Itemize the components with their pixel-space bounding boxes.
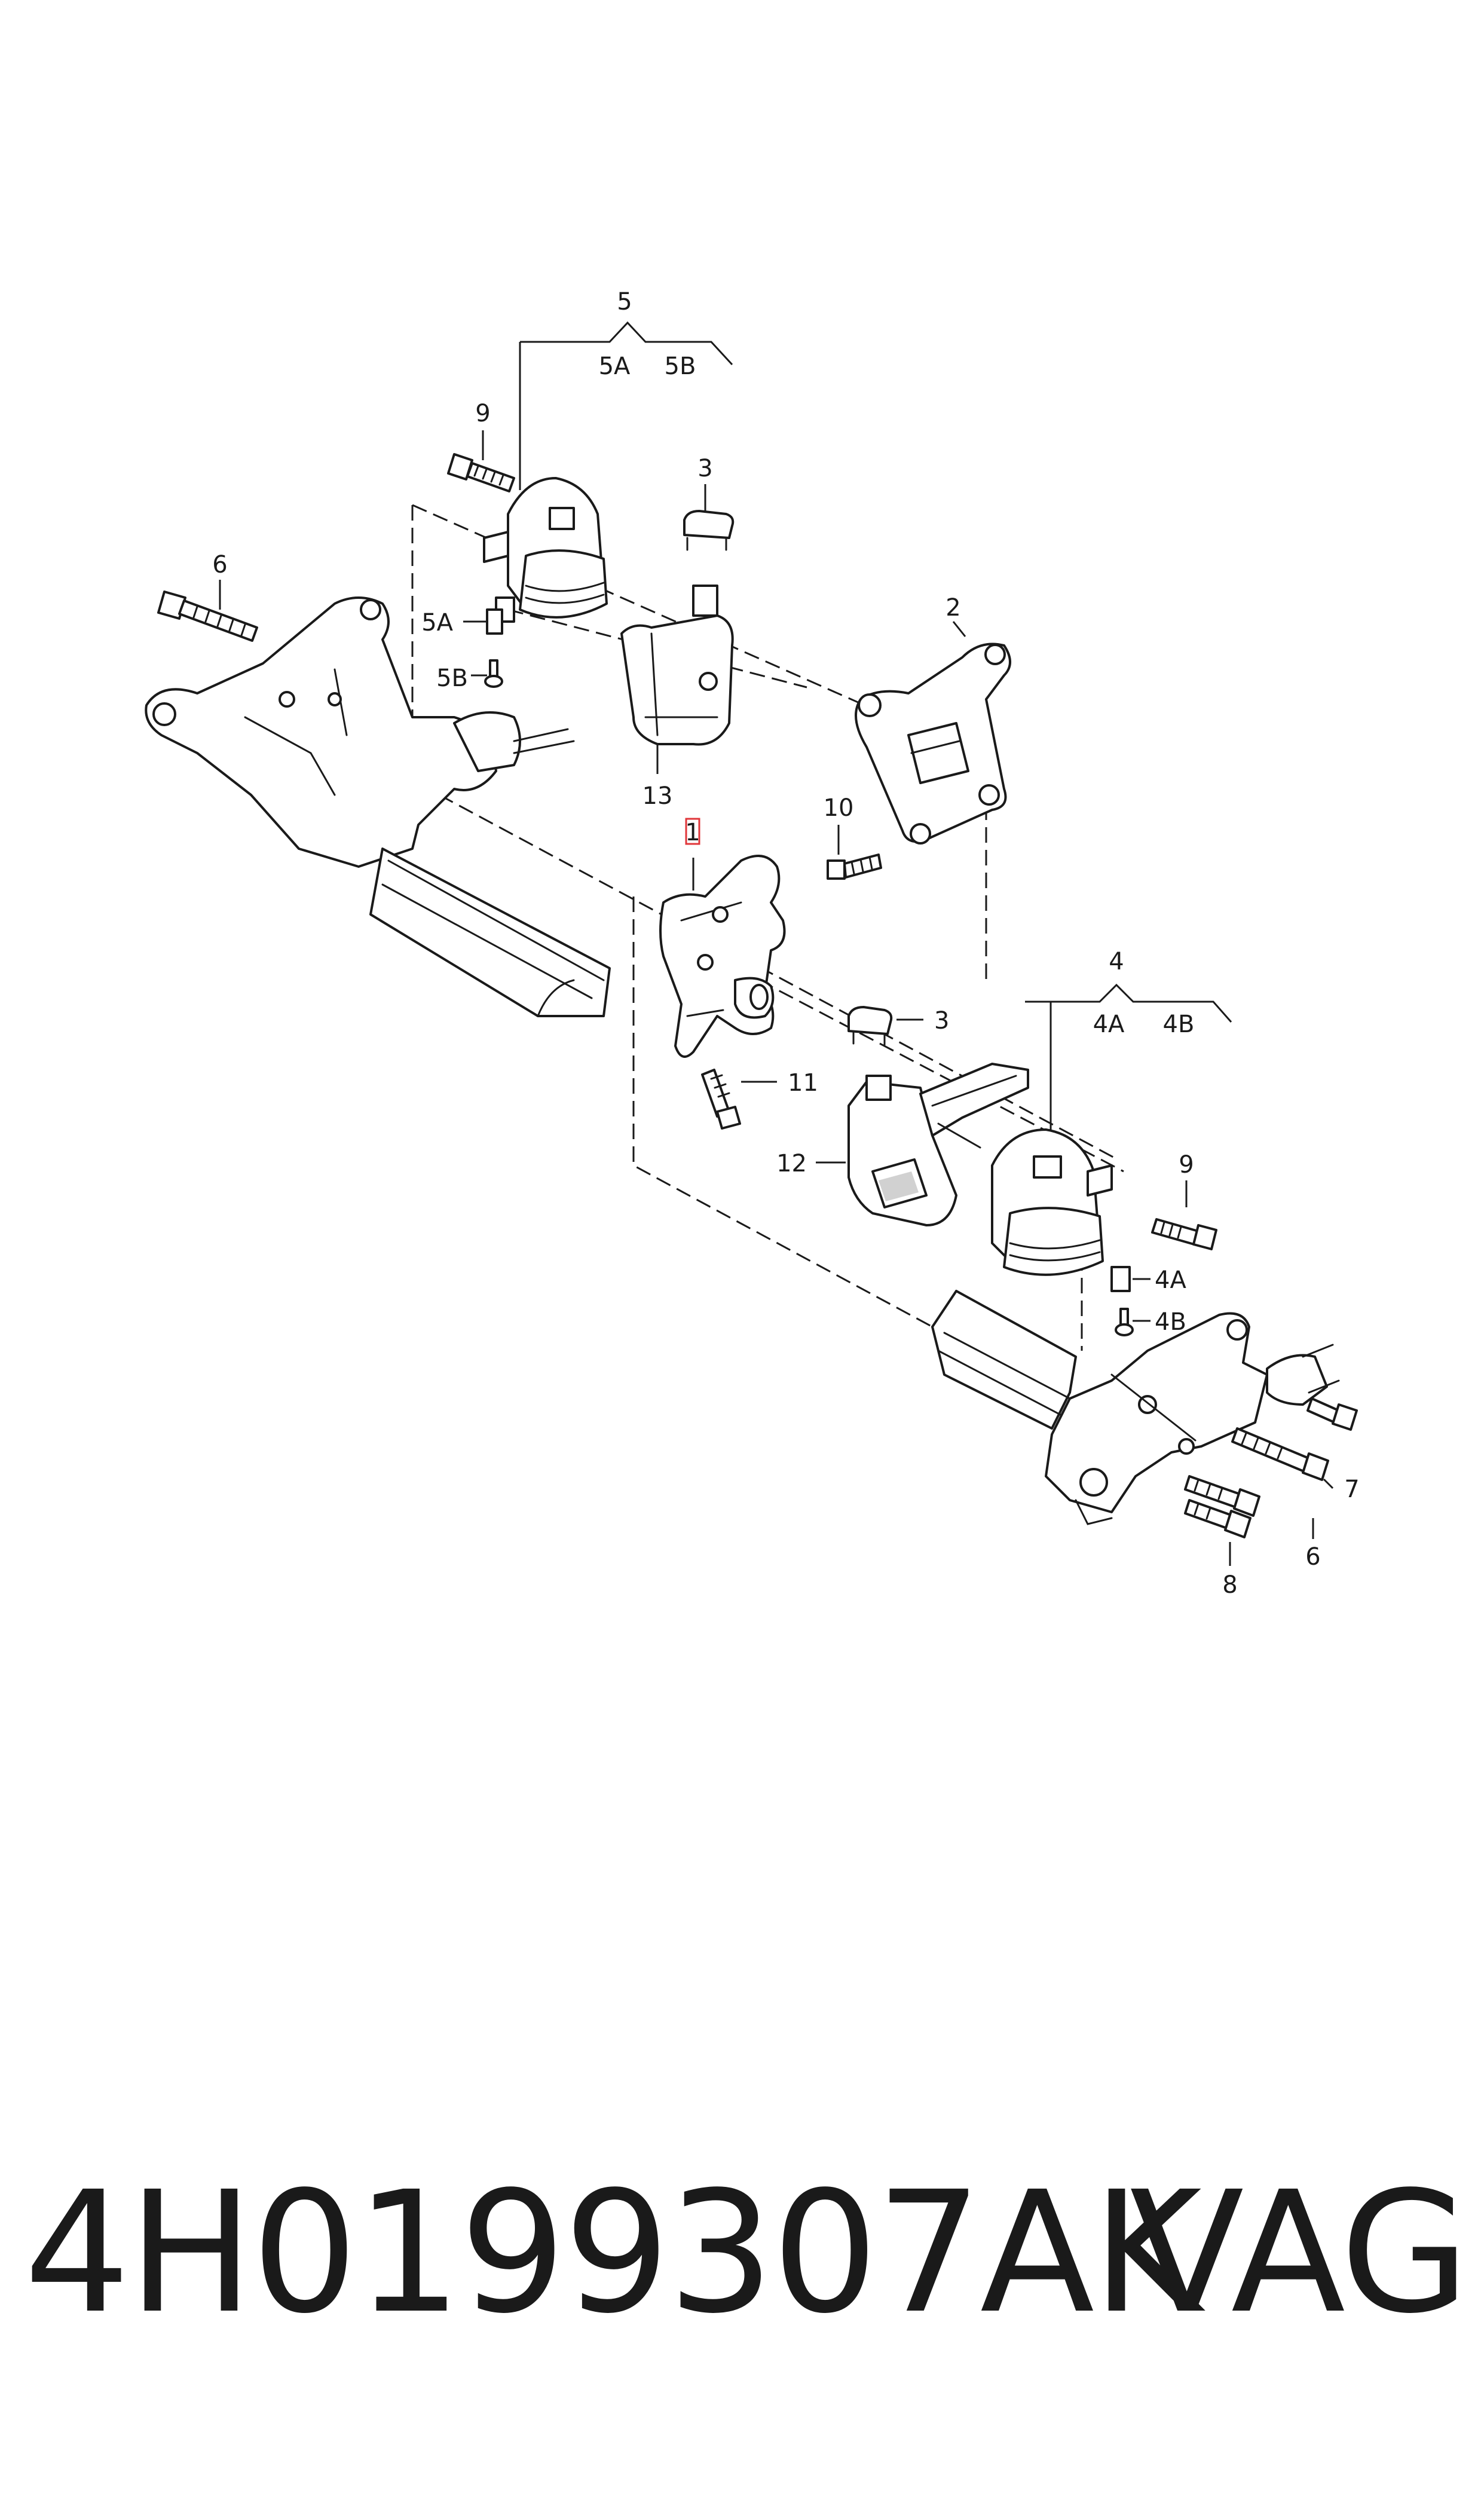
bolt-6-upper [157, 580, 258, 642]
bolt-9-lower [1151, 1180, 1217, 1250]
bracket-2 [855, 621, 1011, 845]
subframe-left [145, 596, 611, 1017]
bolt-11 [701, 1069, 777, 1130]
callout-6-upper: 6 [212, 551, 227, 579]
bolt-7 [1231, 1427, 1334, 1489]
engine-mount-4 [991, 1128, 1113, 1276]
callout-9-upper: 9 [475, 400, 490, 427]
part-4A [1110, 1266, 1151, 1292]
part-4B [1115, 1308, 1151, 1336]
highlight-box-1 [685, 818, 700, 845]
cap-3-upper [683, 484, 735, 551]
part-number-label: 4H0199307AK [24, 2156, 1202, 2351]
bracket-12 [816, 1063, 1029, 1226]
callout-6-lower: 6 [1305, 1543, 1320, 1571]
bolt-6-lower [1184, 1475, 1314, 1539]
callout-4A-header: 4A [1093, 1011, 1125, 1038]
callout-4A: 4A [1155, 1266, 1186, 1294]
bracket-13 [620, 585, 734, 774]
callout-12: 12 [776, 1150, 807, 1177]
bolt-9-upper [447, 430, 515, 492]
callout-2: 2 [946, 594, 960, 622]
callout-5A: 5A [421, 609, 453, 637]
subframe-right [931, 1290, 1340, 1525]
callout-5A-header: 5A [599, 353, 631, 380]
bolt-8 [1184, 1499, 1252, 1566]
callout-4B: 4B [1155, 1308, 1186, 1336]
brand-label: VAG [1130, 2156, 1470, 2351]
engine-bracket-1 [659, 855, 786, 1058]
callout-13: 13 [642, 782, 673, 810]
callout-4B-header: 4B [1163, 1011, 1195, 1038]
cap-3-lower [847, 1006, 923, 1046]
callout-3-upper: 3 [697, 455, 712, 482]
engine-mount-5 [483, 477, 608, 623]
callout-10: 10 [824, 794, 854, 822]
part-5A [463, 608, 503, 635]
bolt-7-upper [1306, 1397, 1358, 1431]
callout-5: 5 [617, 288, 632, 316]
callout-8: 8 [1222, 1571, 1237, 1599]
callout-4: 4 [1109, 948, 1124, 975]
part-5B [471, 659, 503, 688]
callout-7: 7 [1344, 1476, 1359, 1503]
callout-9-lower: 9 [1179, 1151, 1194, 1179]
group-bracket-4 [1025, 983, 1232, 1136]
callout-11: 11 [788, 1069, 818, 1097]
bolt-10 [827, 825, 882, 880]
group-bracket-5 [519, 321, 733, 490]
callout-1: 1 [685, 819, 700, 846]
callout-5B: 5B [436, 665, 468, 692]
callout-5B-header: 5B [665, 353, 696, 380]
callout-3-lower: 3 [934, 1007, 949, 1035]
